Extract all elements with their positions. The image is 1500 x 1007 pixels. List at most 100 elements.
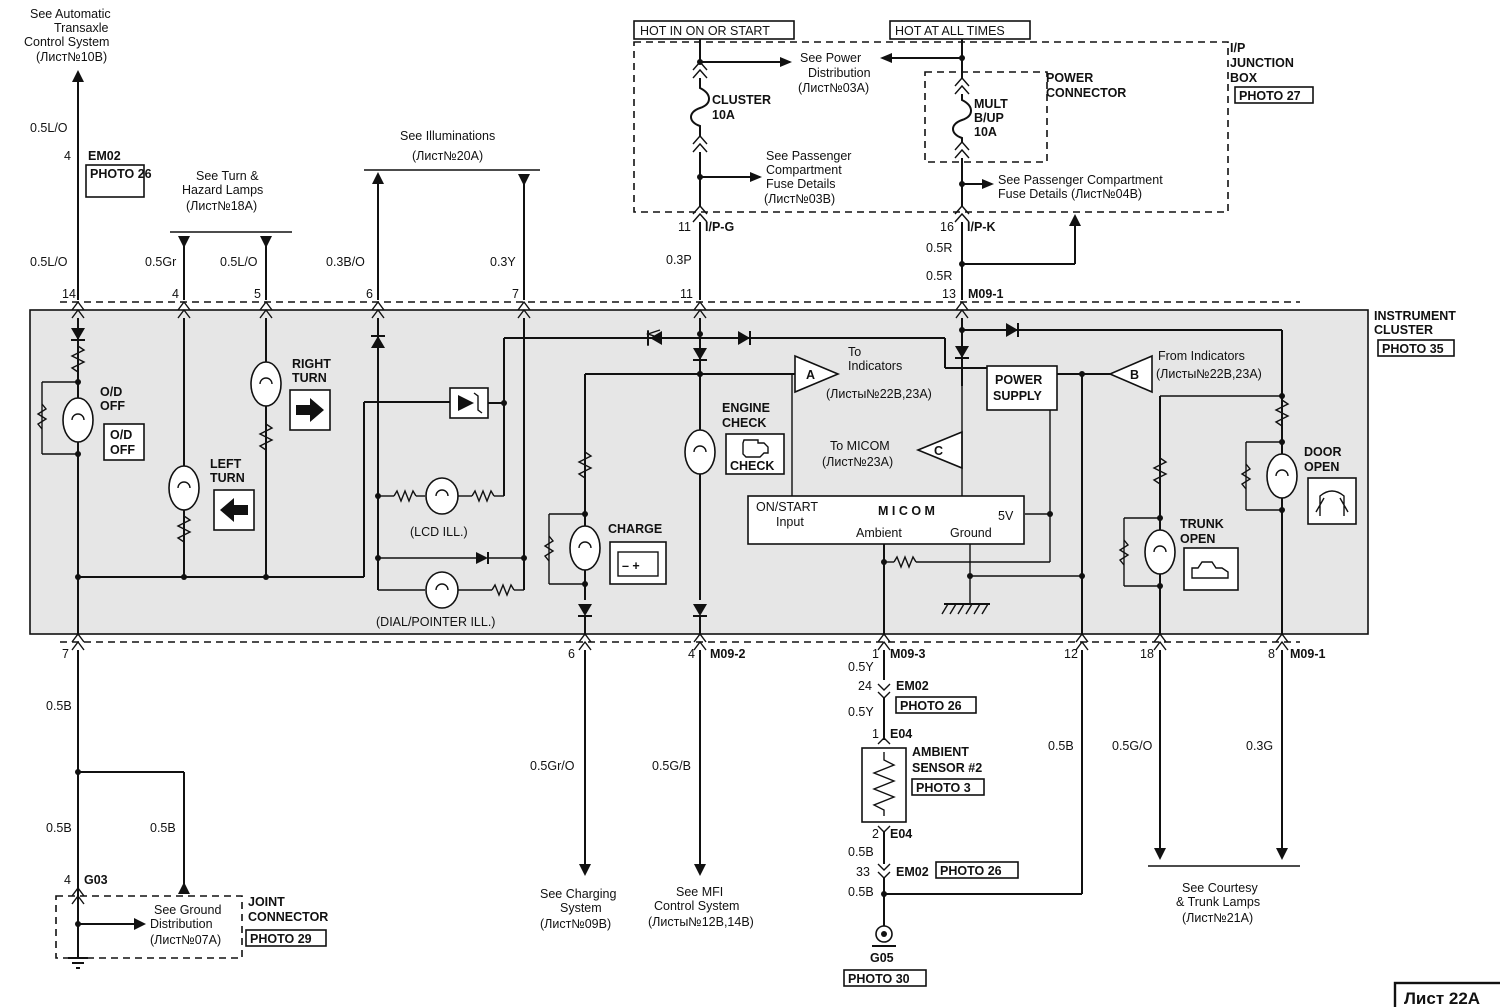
door-open-lamp-icon: [1266, 453, 1298, 499]
connector-m09-2: M09-2: [710, 647, 745, 661]
diode-od-icon: [71, 328, 85, 340]
wire-05lo-a-label: 0.5L/O: [30, 121, 68, 135]
dial-ill-lamp-icon: [425, 571, 459, 609]
wire-03bo-label: 0.3B/O: [326, 255, 365, 269]
pin-ipg-11: 11: [678, 220, 691, 234]
photo-30-label: PHOTO 30: [848, 972, 910, 986]
photo-26b-label: PHOTO 26: [900, 699, 962, 713]
ref-ground-distribution: See Ground Distribution (Лист№07A): [150, 903, 225, 947]
trunk-open-label: TRUNK OPEN: [1180, 517, 1227, 546]
diode-ill-icon: [371, 336, 385, 348]
to-micom-label: To MICOM (Лист№23A): [822, 439, 893, 469]
svg-text:4: 4: [64, 873, 71, 887]
ip-junction-box-label: I/P JUNCTION BOX: [1230, 41, 1297, 85]
wire-05gb-label: 0.5G/B: [652, 759, 691, 773]
fuse-mult-icon: [952, 94, 972, 142]
svg-text:C: C: [934, 444, 943, 458]
lcd-ill-lamp-icon: [425, 477, 459, 515]
ref-courtesy: See Courtesy & Trunk Lamps (Лист№21A): [1176, 881, 1264, 925]
svg-text:O/D OFF: O/D OFF: [110, 428, 136, 457]
ref-pass-comp-03b: See Passenger Compartment Fuse Details (…: [764, 149, 855, 206]
connector-ipk-label: I/P-K: [967, 220, 995, 234]
pin-b6: 6: [568, 647, 575, 661]
wire-05y-a-label: 0.5Y: [848, 660, 874, 674]
ref-auto-transaxle: See Automatic Transaxle Control System (…: [24, 7, 114, 64]
photo-35-label: PHOTO 35: [1382, 342, 1444, 356]
hot-all-times-box: [889, 20, 1031, 40]
connector-e04-b-label: E04: [890, 827, 912, 841]
ambient-sensor-label: AMBIENT SENSOR #2: [912, 745, 982, 775]
photo-26-box: [85, 164, 145, 198]
page-label: Лист 22A: [1404, 989, 1480, 1007]
ref-pass-comp-04b: See Passenger Compartment Fuse Details (…: [998, 173, 1166, 201]
door-open-label: DOOR OPEN: [1304, 445, 1345, 474]
ref-mfi: See MFI Control System (Листы№12B,14B): [648, 885, 754, 929]
instrument-cluster-label: INSTRUMENT CLUSTER: [1374, 309, 1459, 337]
power-connector-outline: [924, 71, 1048, 163]
wire-05gro-label: 0.5Gr/O: [530, 759, 575, 773]
pin-4: 4: [172, 287, 179, 301]
svg-text:33: 33: [856, 865, 870, 879]
pin-7: 7: [512, 287, 519, 301]
wire-05b-d-label: 0.5B: [848, 845, 874, 859]
dial-ill-label: (DIAL/POINTER ILL.): [376, 615, 495, 629]
svg-text:– +: – +: [622, 559, 640, 573]
battery-icon: [609, 541, 667, 585]
svg-text:4: 4: [64, 149, 71, 163]
pin-13: 13: [942, 287, 956, 301]
page-label-box: [1393, 981, 1500, 1007]
pin-11: 11: [680, 287, 693, 301]
connector-em02-c-label: EM02: [896, 865, 929, 879]
ref-charging: See Charging System (Лист№09B): [540, 887, 620, 931]
svg-text:A: A: [806, 368, 815, 382]
od-off-indicator-icon: [103, 423, 145, 461]
micom-5v-label: 5V: [998, 509, 1014, 523]
wire-05r-a-label: 0.5R: [926, 241, 952, 255]
pin-5: 5: [254, 287, 261, 301]
micom-ambient-label: Ambient: [856, 526, 902, 540]
wire-05b-c-label: 0.5B: [150, 821, 176, 835]
connector-m09-1-bottom: M09-1: [1290, 647, 1325, 661]
connector-g05-label: G05: [870, 951, 894, 965]
engine-check-lamp-icon: [684, 429, 716, 475]
joint-connector-label: JOINT CONNECTOR: [248, 895, 328, 924]
fuse-mult-label: MULT B/UP 10A: [974, 97, 1011, 139]
hot-on-start-label: HOT IN ON OR START: [640, 24, 770, 38]
svg-text:1: 1: [872, 727, 879, 741]
wire-05b-e-label: 0.5B: [848, 885, 874, 899]
resistor-od-icon: [70, 345, 86, 373]
left-turn-lamp-icon: [168, 465, 200, 511]
od-off-label: O/D OFF: [100, 385, 126, 413]
photo-26c-label: PHOTO 26: [940, 864, 1002, 878]
micom-ground-label: Ground: [950, 526, 992, 540]
od-off-lamp-icon: [62, 397, 94, 443]
lcd-ill-label: (LCD ILL.): [410, 525, 468, 539]
right-turn-lamp-icon: [250, 361, 282, 407]
tri-b-icon: [1107, 354, 1153, 394]
wire-05r-b-label: 0.5R: [926, 269, 952, 283]
hot-all-times-label: HOT AT ALL TIMES: [895, 24, 1005, 38]
trunk-open-lamp-icon: [1144, 529, 1176, 575]
pin-ipk-16: 16: [940, 220, 954, 234]
svg-text:24: 24: [858, 679, 872, 693]
power-connector-label: POWER CONNECTOR: [1046, 71, 1126, 100]
photo-27-box: [1234, 86, 1314, 104]
door-open-icon: [1307, 477, 1357, 525]
power-supply-label: POWER SUPPLY: [993, 373, 1046, 403]
photo-29-label: PHOTO 29: [250, 932, 312, 946]
fuse-cluster-icon: [690, 78, 710, 136]
svg-text:B: B: [1130, 368, 1139, 382]
right-turn-label: RIGHT TURN: [292, 357, 334, 385]
photo-3-box: [911, 778, 985, 796]
svg-text:CHECK: CHECK: [730, 459, 774, 473]
micom-label: M I C O M: [878, 504, 935, 518]
connector-em02-b-label: EM02: [896, 679, 929, 693]
photo-26c-box: [935, 861, 1019, 879]
wire-05b-a-label: 0.5B: [46, 699, 72, 713]
wire-03y-label: 0.3Y: [490, 255, 516, 269]
wire-03p-label: 0.3P: [666, 253, 692, 267]
pin-14: 14: [62, 287, 76, 301]
wire-05go-label: 0.5G/O: [1112, 739, 1153, 753]
pin-b7: 7: [62, 647, 69, 661]
